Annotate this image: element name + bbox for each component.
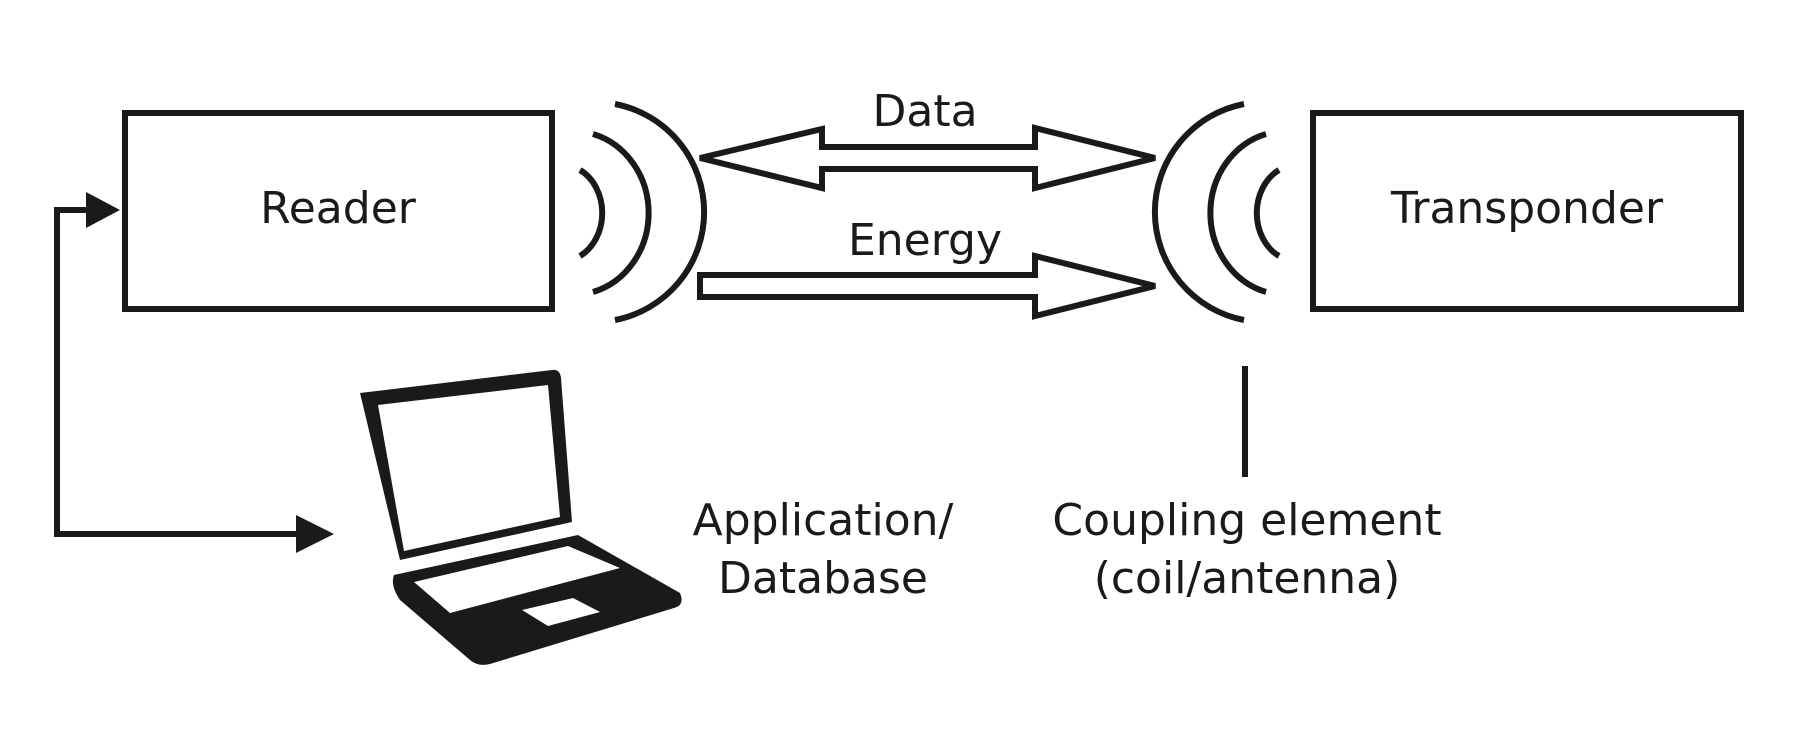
application-label-line1: Application/ xyxy=(693,495,954,546)
coupling-label-line2: (coil/antenna) xyxy=(1094,553,1401,604)
application-label: Application/ Database xyxy=(693,495,954,604)
reader-signal-waves-icon xyxy=(578,101,708,323)
transponder-label: Transponder xyxy=(1390,183,1664,234)
reader-application-connector xyxy=(54,192,334,553)
transponder-box xyxy=(1310,110,1744,312)
energy-arrow-shape xyxy=(697,252,1156,320)
arrowhead-to-reader xyxy=(86,192,120,228)
reader-block: Reader xyxy=(122,110,555,312)
arrowhead-to-application xyxy=(296,515,334,553)
data-label: Data xyxy=(872,86,977,137)
data-arrow-shape xyxy=(699,124,1156,192)
data-double-arrow: Data xyxy=(699,86,1156,192)
coupling-label-line1: Coupling element xyxy=(1052,495,1441,546)
transponder-block: Transponder xyxy=(1310,110,1744,312)
energy-arrow: Energy xyxy=(697,215,1156,320)
laptop-icon xyxy=(360,369,682,665)
coupling-element-label: Coupling element (coil/antenna) xyxy=(1052,495,1441,604)
reader-label: Reader xyxy=(260,183,417,234)
application-label-line2: Database xyxy=(718,553,928,604)
energy-label: Energy xyxy=(848,215,1002,266)
reader-box xyxy=(122,110,555,312)
transponder-signal-waves-icon xyxy=(1151,101,1281,323)
